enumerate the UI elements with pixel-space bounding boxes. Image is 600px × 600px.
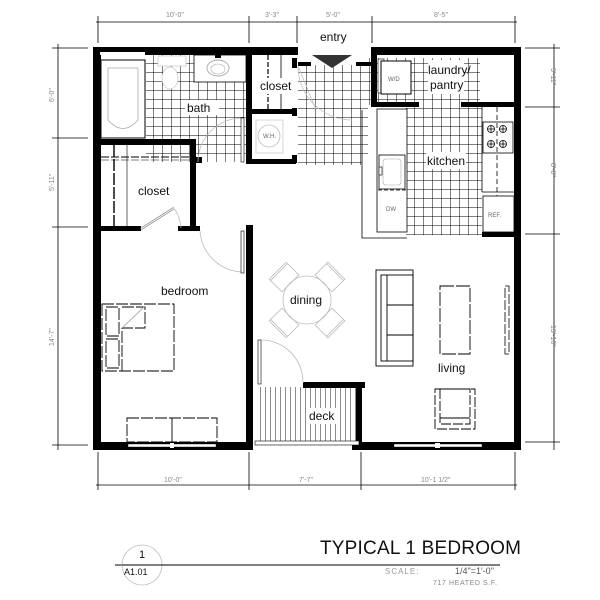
svg-text:W/D: W/D [388,77,400,83]
dim-bottom-2: 7'-7" [299,477,313,484]
deck-door-swing [259,339,304,384]
bath-door-swing [197,117,243,163]
dim-bottom-3: 10'-1 1/2" [421,477,451,484]
closet-shelving [101,145,190,226]
dim-top-1: 10'-0" [166,12,184,19]
dimension-bottom [96,452,517,490]
room-label-pantry: pantry [430,78,463,92]
window-bedroom [127,443,217,448]
sofa-icon [375,269,414,367]
dishwasher-label: DW [386,207,396,213]
bedroom-door-swing [199,230,245,273]
dim-right-1: 3'-11" [549,68,556,86]
window-bath [100,52,145,55]
heated-area: 717 HEATED S.F. [433,580,498,587]
dim-right-2: 8'-8" [549,163,556,177]
room-label-kitchen: kitchen [427,154,465,168]
dim-left-3: 14'-7" [49,328,56,346]
room-label-deck: deck [309,409,335,423]
dim-top-3: 5'-0" [326,12,340,19]
armchair-icon [434,388,476,430]
room-label-laundry: laundry/ [428,63,471,77]
tv-console-icon [504,285,510,355]
dimension-right [525,44,560,450]
dimension-left [52,44,88,450]
room-label-living: living [438,361,465,375]
bathtub-icon [100,59,146,139]
sink-icon [193,54,247,83]
room-label-entry: entry [320,30,347,44]
dim-bottom-1: 10'-0" [164,477,182,484]
dim-top-4: 8'-5" [434,12,448,19]
water-heater-icon: W.H. [255,119,284,154]
drawing-title: TYPICAL 1 BEDROOM [320,538,522,559]
coffee-table-icon [439,285,471,355]
kitchen-sink-icon [378,154,406,190]
room-label-bath: bath [187,101,210,115]
dining-table-icon [268,261,346,339]
dim-left-1: 6'-0" [49,88,56,102]
refrigerator-icon: REF. [482,195,515,233]
bath-door[interactable] [240,117,245,163]
room-label-dining: dining [290,293,322,307]
bed-icon [101,303,175,372]
detail-tag-sheet: A1.01 [124,567,148,577]
detail-tag-number: 1 [139,549,146,561]
deck-railing [254,440,360,446]
closet-door[interactable] [140,206,182,231]
room-label-closet-hall: closet [260,79,292,93]
window-living [393,443,483,448]
room-label-closet-bedroom: closet [138,184,170,198]
walls [93,47,521,450]
stove-icon [482,121,514,154]
svg-text:W.H.: W.H. [263,134,276,140]
deck-door[interactable] [257,339,262,385]
dim-right-3: 13'-10" [549,325,556,347]
toilet-icon [157,55,187,90]
washer-dryer-icon: W/D [377,58,412,95]
dim-top-2: 3'-3" [265,12,279,19]
room-label-bedroom: bedroom [161,284,208,298]
entry-arrow-icon [312,55,352,68]
scale-value: 1/4"=1'-0" [455,566,494,576]
dresser-icon [126,417,218,443]
svg-text:REF.: REF. [488,213,501,219]
bedroom-door[interactable] [240,230,245,274]
dimension-top [96,16,517,43]
scale-label: SCALE: [385,567,420,576]
dim-left-2: 5'-11" [49,173,56,191]
